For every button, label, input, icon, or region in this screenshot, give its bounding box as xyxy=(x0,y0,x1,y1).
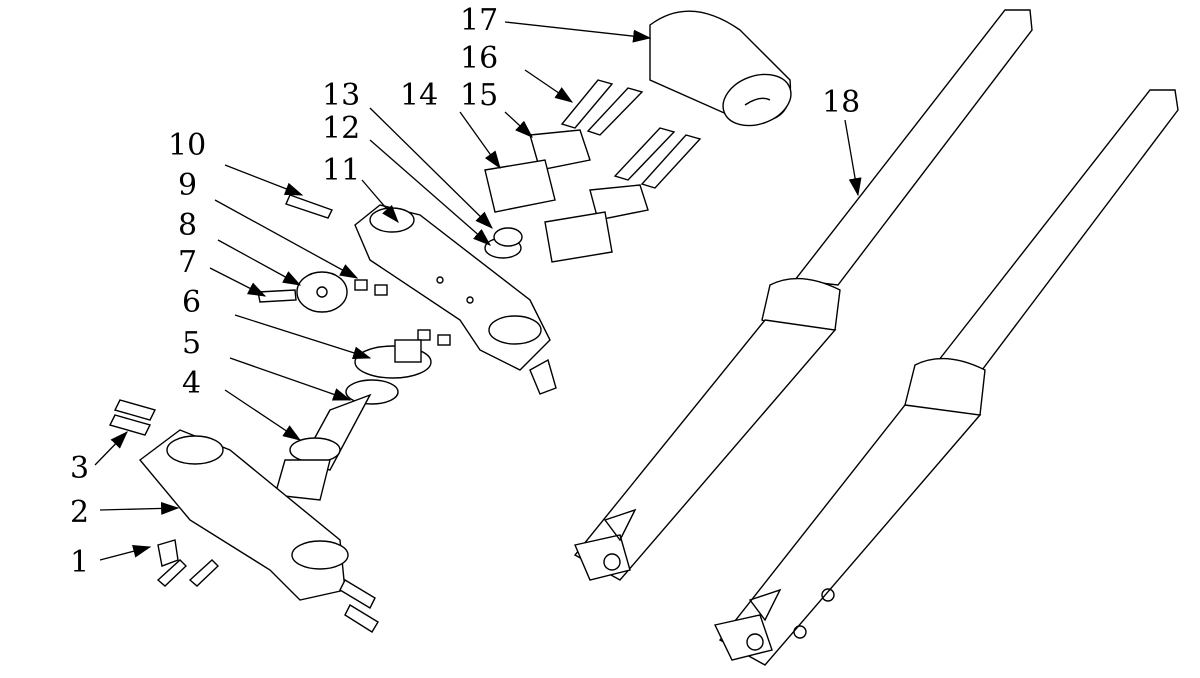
callout-label-6: 6 xyxy=(182,285,201,320)
leader-arrow-5 xyxy=(229,357,352,401)
leader-arrow-4 xyxy=(224,389,302,441)
leader-arrow-17 xyxy=(504,21,652,43)
callout-label-12: 12 xyxy=(322,111,360,146)
leader-arrow-15 xyxy=(504,111,533,138)
callout-label-9: 9 xyxy=(178,168,197,203)
stem-nut xyxy=(484,227,523,259)
callout-label-8: 8 xyxy=(178,208,197,243)
small-hardware xyxy=(257,194,451,346)
leader-arrow-10 xyxy=(224,164,304,196)
leader-arrow-1 xyxy=(99,544,152,561)
leader-arrow-18 xyxy=(844,119,862,197)
callout-label-16: 16 xyxy=(460,41,498,76)
leader-arrow-2 xyxy=(99,501,180,515)
callout-label-13: 13 xyxy=(322,78,360,113)
leader-arrow-14 xyxy=(459,111,501,170)
fork-leg-front xyxy=(573,9,1033,581)
fork-leg-rear xyxy=(713,89,1179,666)
callout-label-15: 15 xyxy=(460,78,498,113)
leader-arrow-9 xyxy=(214,199,359,279)
handlebar-bolts xyxy=(560,79,702,189)
callout-label-2: 2 xyxy=(70,495,89,530)
leader-arrow-6 xyxy=(234,314,372,360)
callout-label-1: 1 xyxy=(70,545,89,580)
callout-label-3: 3 xyxy=(70,451,89,486)
leader-arrow-8 xyxy=(217,239,302,286)
leader-arrow-11 xyxy=(361,179,399,223)
upper-triple-clamp xyxy=(354,204,557,395)
lower-triple-clamp xyxy=(108,399,379,633)
callout-label-11: 11 xyxy=(322,153,360,188)
leader-arrow-16 xyxy=(524,69,574,103)
callout-label-4: 4 xyxy=(182,366,201,401)
callout-label-18: 18 xyxy=(822,85,860,120)
leader-arrow-13 xyxy=(369,107,493,229)
callout-label-7: 7 xyxy=(178,245,197,280)
callout-label-10: 10 xyxy=(168,128,206,163)
callout-label-14: 14 xyxy=(400,78,438,113)
callout-label-17: 17 xyxy=(460,3,498,38)
leader-arrow-12 xyxy=(369,139,491,246)
leader-arrow-3 xyxy=(94,431,128,466)
steering-stem xyxy=(274,339,432,501)
handlebar-pad xyxy=(649,10,792,127)
callout-label-5: 5 xyxy=(182,326,201,361)
leader-arrow-7 xyxy=(209,267,267,297)
handlebar-clamps xyxy=(484,129,649,263)
